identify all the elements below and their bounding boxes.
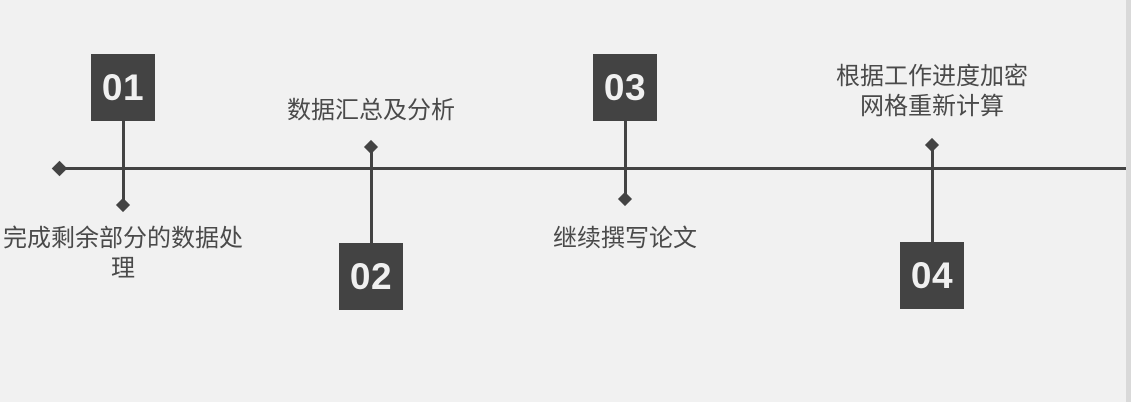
milestone-01-label: 完成剩余部分的数据处理	[3, 225, 243, 282]
milestone-03-number-box[interactable]: 03	[593, 54, 657, 121]
milestone-02-label: 数据汇总及分析	[287, 97, 455, 124]
milestone-04-label: 根据工作进度加密网格重新计算	[836, 63, 1028, 120]
milestone-03-number: 03	[603, 67, 647, 108]
milestone-02-connector	[370, 147, 373, 243]
milestone-01-connector	[122, 121, 125, 205]
milestone-01-number-box[interactable]: 01	[91, 54, 155, 121]
milestone-04-number-box[interactable]: 04	[900, 242, 964, 309]
milestone-02-number-box[interactable]: 02	[339, 243, 403, 310]
right-edge-border	[1126, 0, 1131, 402]
milestone-01-number: 01	[101, 67, 145, 108]
timeline-axis	[59, 167, 1126, 170]
milestone-04-connector	[931, 145, 934, 243]
milestone-03-connector	[624, 121, 627, 199]
milestone-02-number: 02	[349, 256, 393, 297]
milestone-01-diamond-icon	[115, 197, 131, 213]
milestone-04-number: 04	[910, 255, 954, 296]
milestone-03-diamond-icon	[617, 191, 633, 207]
milestone-03-label: 继续撰写论文	[553, 225, 697, 252]
